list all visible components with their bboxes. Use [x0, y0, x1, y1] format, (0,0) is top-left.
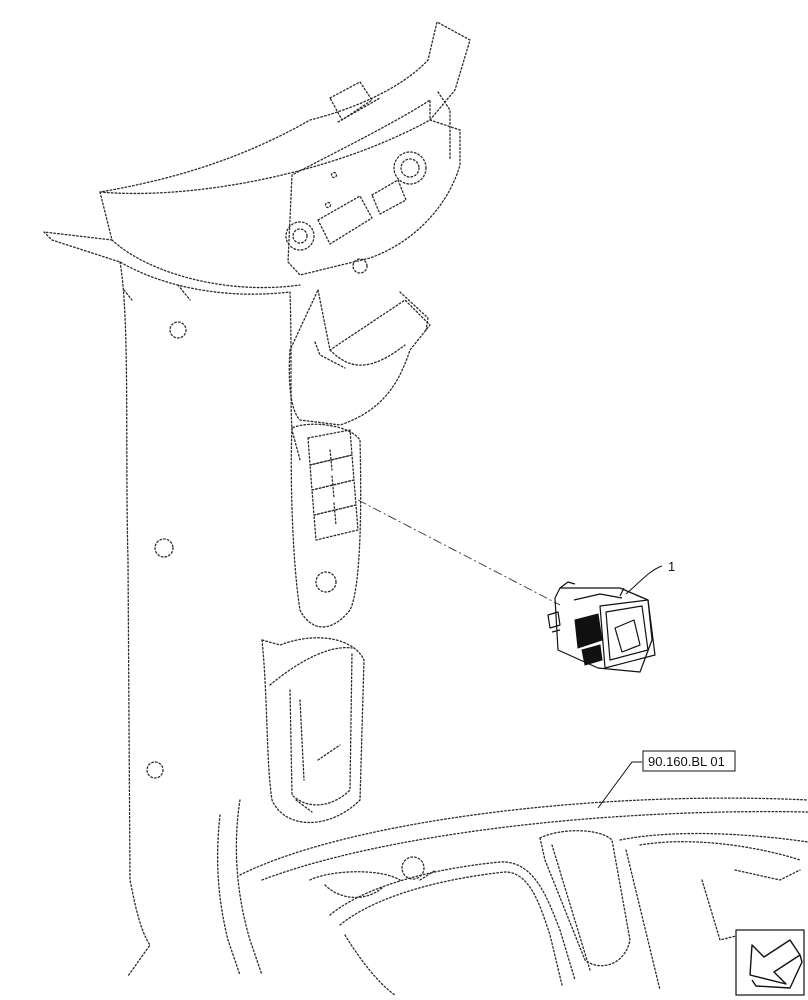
callout-item-1: 1 [625, 559, 675, 595]
installation-leader-line [357, 499, 561, 606]
bottom-left-arrow-icon[interactable] [735, 929, 805, 996]
item-number-label: 1 [668, 559, 675, 574]
reference-callout[interactable]: 90.160.BL 01 [597, 750, 736, 809]
reference-label-box[interactable] [642, 750, 736, 772]
reference-label-text: 90.160.BL 01 [648, 754, 725, 769]
dashboard-shroud [239, 797, 808, 996]
pillar-trim [43, 21, 471, 977]
rocker-switch-part [547, 581, 656, 673]
